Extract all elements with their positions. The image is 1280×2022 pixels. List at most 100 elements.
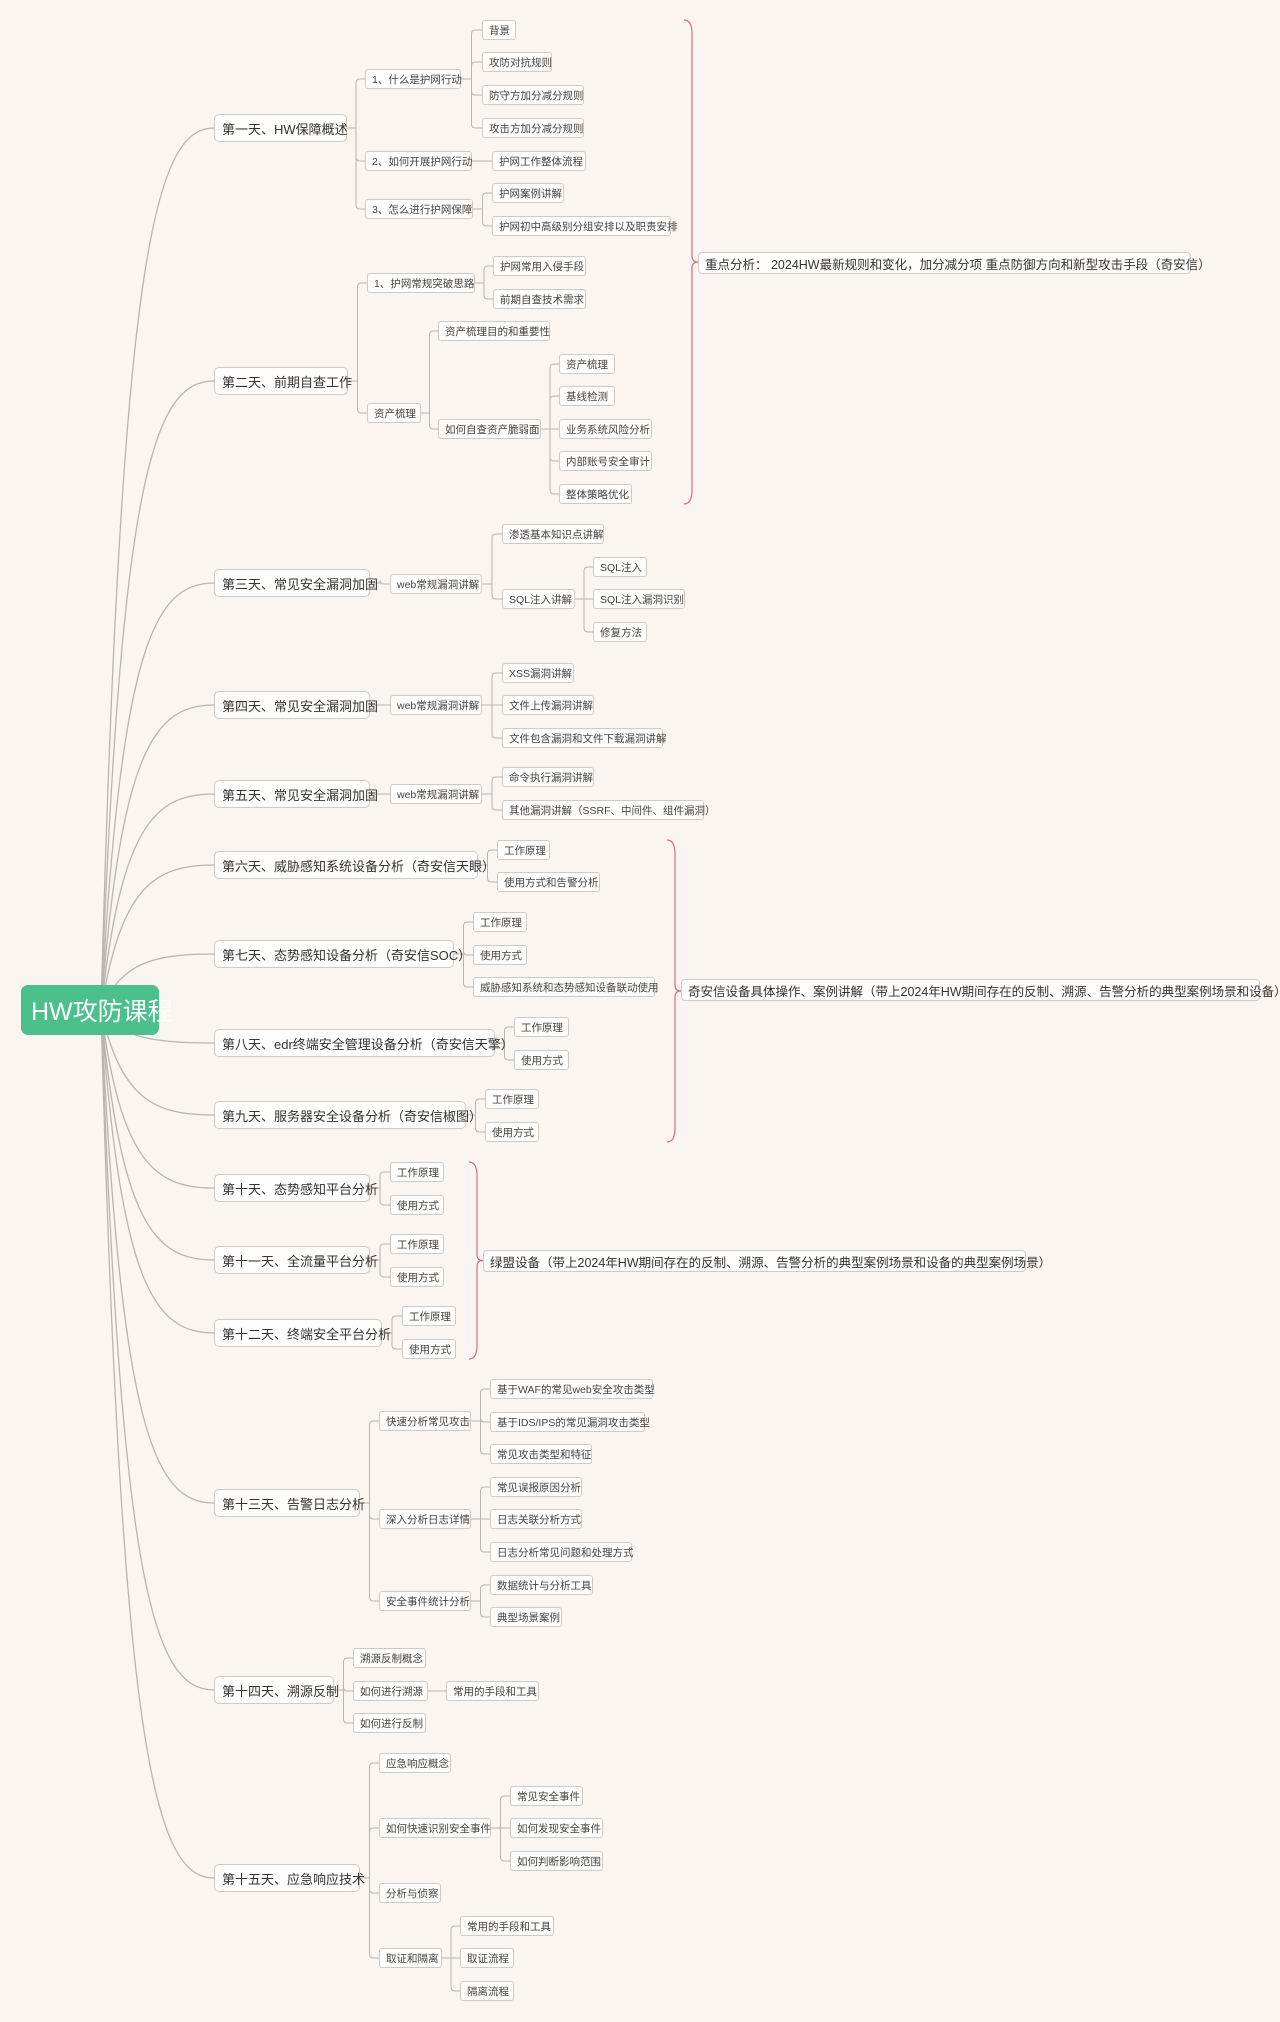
day2-account-audit[interactable]: 内部账号安全审计 <box>559 451 652 471</box>
day9-usage[interactable]: 使用方式 <box>485 1122 539 1142</box>
root-branch-line <box>100 1009 215 1189</box>
day6-topic[interactable]: 第六天、威胁感知系统设备分析（奇安信天眼） <box>214 851 495 879</box>
day15-impact-scope[interactable]: 如何判断影响范围 <box>510 1851 603 1871</box>
day12-topic[interactable]: 第十二天、终端安全平台分析 <box>214 1319 391 1347</box>
day2-self-check[interactable]: 如何自查资产脆弱面 <box>438 419 541 439</box>
branch-line <box>480 1519 490 1553</box>
day13-ids-attacks[interactable]: 基于IDS/IPS的常见漏洞攻击类型 <box>490 1412 650 1432</box>
day15-forensics[interactable]: 取证和隔离 <box>379 1948 442 1968</box>
day8-topic[interactable]: 第八天、edr终端安全管理设备分析（奇安信天擎） <box>214 1029 514 1057</box>
day14-tools[interactable]: 常用的手段和工具 <box>446 1681 539 1701</box>
day15-find-events[interactable]: 如何发现安全事件 <box>510 1818 603 1838</box>
day5-web-vulns[interactable]: web常规漏洞讲解 <box>390 784 482 804</box>
day1-case-study[interactable]: 护网案例讲解 <box>492 183 564 203</box>
summary-qianxin-devices[interactable]: 奇安信设备具体操作、案例讲解（带上2024年HW期间存在的反制、溯源、告警分析的… <box>681 979 1280 1001</box>
day4-xss[interactable]: XSS漏洞讲解 <box>502 663 574 683</box>
root-branch-line <box>100 582 215 1011</box>
day7-topic[interactable]: 第七天、态势感知设备分析（奇安信SOC） <box>214 940 471 968</box>
day14-how-trace[interactable]: 如何进行溯源 <box>353 1681 428 1701</box>
day1-how-to-start[interactable]: 2、如何开展护网行动 <box>365 151 472 171</box>
day10-principle[interactable]: 工作原理 <box>390 1162 444 1182</box>
day4-topic[interactable]: 第四天、常见安全漏洞加固 <box>214 691 378 719</box>
day15-identify-events[interactable]: 如何快速识别安全事件 <box>379 1818 491 1838</box>
day1-background[interactable]: 背景 <box>482 20 516 40</box>
day2-asset-purpose[interactable]: 资产梳理目的和重要性 <box>438 321 550 341</box>
day2-asset-sorting[interactable]: 资产梳理 <box>367 403 421 423</box>
day13-stats-tools[interactable]: 数据统计与分析工具 <box>490 1575 593 1595</box>
day8-principle[interactable]: 工作原理 <box>514 1017 569 1037</box>
day11-topic[interactable]: 第十一天、全流量平台分析 <box>214 1246 378 1274</box>
day9-topic[interactable]: 第九天、服务器安全设备分析（奇安信椒图） <box>214 1101 482 1129</box>
day13-quick-analysis[interactable]: 快速分析常见攻击 <box>379 1411 471 1431</box>
day13-log-correlation[interactable]: 日志关联分析方式 <box>490 1509 582 1529</box>
day12-principle[interactable]: 工作原理 <box>402 1306 456 1326</box>
day7-usage[interactable]: 使用方式 <box>473 945 527 965</box>
day2-intrusion-methods[interactable]: 护网常用入侵手段 <box>493 256 586 276</box>
day3-fix-methods[interactable]: 修复方法 <box>593 622 647 642</box>
day3-pentest-basics[interactable]: 渗透基本知识点讲解 <box>502 524 604 544</box>
day11-principle[interactable]: 工作原理 <box>390 1234 444 1254</box>
summary-key-analysis[interactable]: 重点分析： 2024HW最新规则和变化，加分减分项 重点防御方向和新型攻击手段（… <box>698 252 1211 274</box>
day5-cmd-exec[interactable]: 命令执行漏洞讲解 <box>502 767 594 787</box>
day1-how-to-guard[interactable]: 3、怎么进行护网保障 <box>365 199 473 219</box>
day15-topic[interactable]: 第十五天、应急响应技术 <box>214 1864 365 1892</box>
day3-sqli-identify[interactable]: SQL注入漏洞识别 <box>593 589 685 609</box>
day3-sqli[interactable]: SQL注入 <box>593 557 647 577</box>
day9-principle[interactable]: 工作原理 <box>485 1089 539 1109</box>
day10-topic[interactable]: 第十天、态势感知平台分析 <box>214 1174 378 1202</box>
root-topic[interactable]: HW攻防课程 <box>21 985 173 1035</box>
day1-attack-scoring[interactable]: 攻击方加分减分规则 <box>482 118 584 138</box>
root-branch-line <box>100 1009 215 1691</box>
day14-topic[interactable]: 第十四天、溯源反制 <box>214 1676 339 1704</box>
day14-concept[interactable]: 溯源反制概念 <box>353 1648 426 1668</box>
day5-topic[interactable]: 第五天、常见安全漏洞加固 <box>214 780 378 808</box>
day13-typical-cases[interactable]: 典型场景案例 <box>490 1607 562 1627</box>
day2-business-risk[interactable]: 业务系统风险分析 <box>559 419 652 439</box>
branch-line <box>379 1188 390 1206</box>
day13-log-issues[interactable]: 日志分析常见问题和处理方式 <box>490 1542 634 1562</box>
day2-policy-optimization[interactable]: 整体策略优化 <box>559 484 632 504</box>
day15-common-events[interactable]: 常见安全事件 <box>510 1786 583 1806</box>
day7-principle[interactable]: 工作原理 <box>473 912 527 932</box>
day13-topic[interactable]: 第十三天、告警日志分析 <box>214 1489 365 1517</box>
root-branch-line <box>100 1009 215 1261</box>
day4-file-include[interactable]: 文件包含漏洞和文件下载漏洞讲解 <box>502 728 667 748</box>
day3-topic[interactable]: 第三天、常见安全漏洞加固 <box>214 569 378 597</box>
day1-what-is-hw[interactable]: 1、什么是护网行动 <box>365 69 462 89</box>
day1-workflow[interactable]: 护网工作整体流程 <box>492 151 586 171</box>
day1-rules[interactable]: 攻防对抗规则 <box>482 52 552 72</box>
day15-tools[interactable]: 常用的手段和工具 <box>460 1916 554 1936</box>
day12-usage[interactable]: 使用方式 <box>402 1339 456 1359</box>
day3-sqli-lecture[interactable]: SQL注入讲解 <box>502 589 575 609</box>
day2-baseline-check[interactable]: 基线检测 <box>559 386 615 406</box>
day4-web-vulns[interactable]: web常规漏洞讲解 <box>390 695 482 715</box>
day10-usage[interactable]: 使用方式 <box>390 1195 444 1215</box>
day8-usage[interactable]: 使用方式 <box>514 1050 569 1070</box>
day15-isolation-flow[interactable]: 隔离流程 <box>460 1981 514 2001</box>
day13-false-positive[interactable]: 常见误报原因分析 <box>490 1477 582 1497</box>
day2-topic[interactable]: 第二天、前期自查工作 <box>214 367 352 395</box>
day13-waf-attacks[interactable]: 基于WAF的常见web安全攻击类型 <box>490 1379 655 1399</box>
day14-how-counter[interactable]: 如何进行反制 <box>353 1713 426 1733</box>
day3-web-vulns[interactable]: web常规漏洞讲解 <box>390 574 482 594</box>
day1-team-roles[interactable]: 护网初中高级别分组安排以及职责安排 <box>492 216 678 236</box>
day1-defense-scoring[interactable]: 防守方加分减分规则 <box>482 85 584 105</box>
day11-usage[interactable]: 使用方式 <box>390 1267 444 1287</box>
day13-event-stats[interactable]: 安全事件统计分析 <box>379 1591 471 1611</box>
summary-nsfocus-devices[interactable]: 绿盟设备（带上2024年HW期间存在的反制、溯源、告警分析的典型案例场景和设备的… <box>483 1250 1051 1272</box>
day15-analysis[interactable]: 分析与侦察 <box>379 1883 441 1903</box>
day1-topic[interactable]: 第一天、HW保障概述 <box>214 114 348 142</box>
day5-other-vulns[interactable]: 其他漏洞讲解（SSRF、中间件、组件漏洞） <box>502 800 716 820</box>
day4-file-upload[interactable]: 文件上传漏洞讲解 <box>502 695 594 715</box>
branch-line <box>369 1503 379 1602</box>
day2-breakthrough[interactable]: 1、护网常规突破思路 <box>367 273 475 293</box>
day15-concept[interactable]: 应急响应概念 <box>379 1753 451 1773</box>
day15-forensics-flow[interactable]: 取证流程 <box>460 1948 514 1968</box>
day13-deep-analysis[interactable]: 深入分析日志详情 <box>379 1509 471 1529</box>
day6-usage-alerts[interactable]: 使用方式和告警分析 <box>497 872 600 892</box>
day2-tech-needs[interactable]: 前期自查技术需求 <box>493 289 586 309</box>
day6-principle[interactable]: 工作原理 <box>497 840 550 860</box>
day7-linkage[interactable]: 威胁感知系统和态势感知设备联动使用 <box>473 977 659 997</box>
day2-asset-sorting-item[interactable]: 资产梳理 <box>559 354 615 374</box>
day13-attack-types[interactable]: 常见攻击类型和特征 <box>490 1444 592 1464</box>
